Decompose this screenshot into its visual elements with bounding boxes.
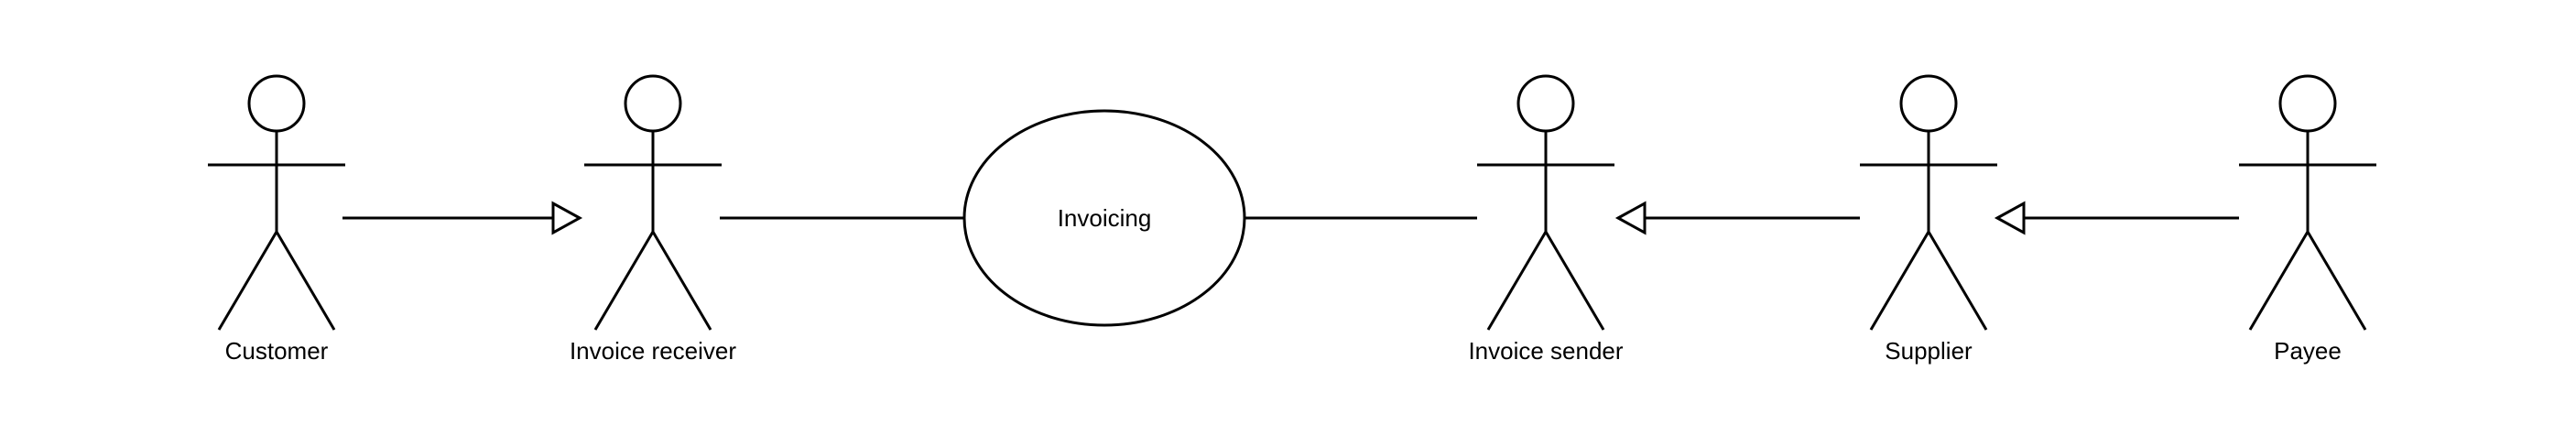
actor-invoice-receiver-label: Invoice receiver <box>570 337 736 365</box>
actor-supplier[interactable]: Supplier <box>1858 74 1999 365</box>
actor-supplier-label: Supplier <box>1885 337 1973 365</box>
actor-customer[interactable]: Customer <box>206 74 347 365</box>
actor-payee[interactable]: Payee <box>2237 74 2378 365</box>
open-arrowhead-right-icon <box>551 201 583 235</box>
actor-invoice-sender[interactable]: Invoice sender <box>1468 74 1624 365</box>
actor-customer-label: Customer <box>225 337 329 365</box>
actor-invoice-sender-label: Invoice sender <box>1468 337 1623 365</box>
connector-customer-to-invoice-receiver[interactable] <box>342 201 583 235</box>
connector-supplier-to-invoice-sender[interactable] <box>1614 201 1860 235</box>
usecase-label: Invoicing <box>1058 204 1152 232</box>
actor-invoice-receiver[interactable]: Invoice receiver <box>570 74 736 365</box>
actor-payee-label: Payee <box>2274 337 2342 365</box>
connector-payee-to-supplier[interactable] <box>1994 201 2239 235</box>
